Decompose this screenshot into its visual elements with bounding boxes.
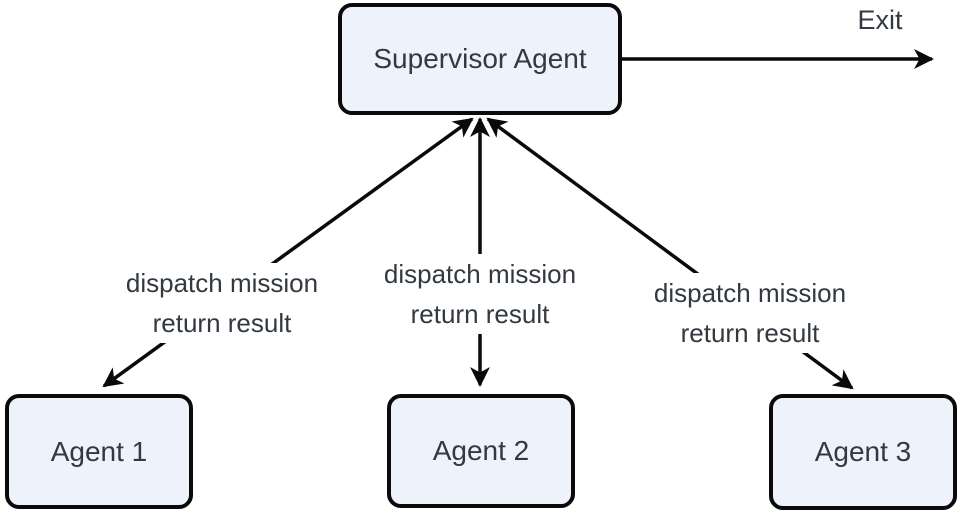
edge-label-line: return result <box>152 308 292 338</box>
node-agent-1: Agent 1 <box>5 394 193 509</box>
node-agent-1-label: Agent 1 <box>50 435 148 467</box>
edge-label-line: dispatch mission <box>383 259 577 289</box>
exit-label: Exit <box>857 5 903 35</box>
node-supervisor-agent: Supervisor Agent <box>338 3 622 115</box>
edge-supervisor-agent1 <box>102 117 474 388</box>
edge-label-supervisor-agent2: dispatch mission return result <box>360 254 600 334</box>
edge-label-supervisor-agent3: dispatch mission return result <box>630 273 870 353</box>
node-agent-3: Agent 3 <box>769 394 957 510</box>
edge-label-line: return result <box>680 318 820 348</box>
edge-label-line: return result <box>410 299 550 329</box>
edge-label-line: dispatch mission <box>125 268 319 298</box>
node-agent-3-label: Agent 3 <box>814 436 912 467</box>
node-supervisor-agent-label: Supervisor Agent <box>373 43 587 74</box>
edge-label-supervisor-agent1: dispatch mission return result <box>102 263 342 343</box>
edge-label-line: dispatch mission <box>653 278 847 308</box>
node-agent-2-label: Agent 2 <box>432 435 530 466</box>
node-agent-2: Agent 2 <box>387 394 575 508</box>
